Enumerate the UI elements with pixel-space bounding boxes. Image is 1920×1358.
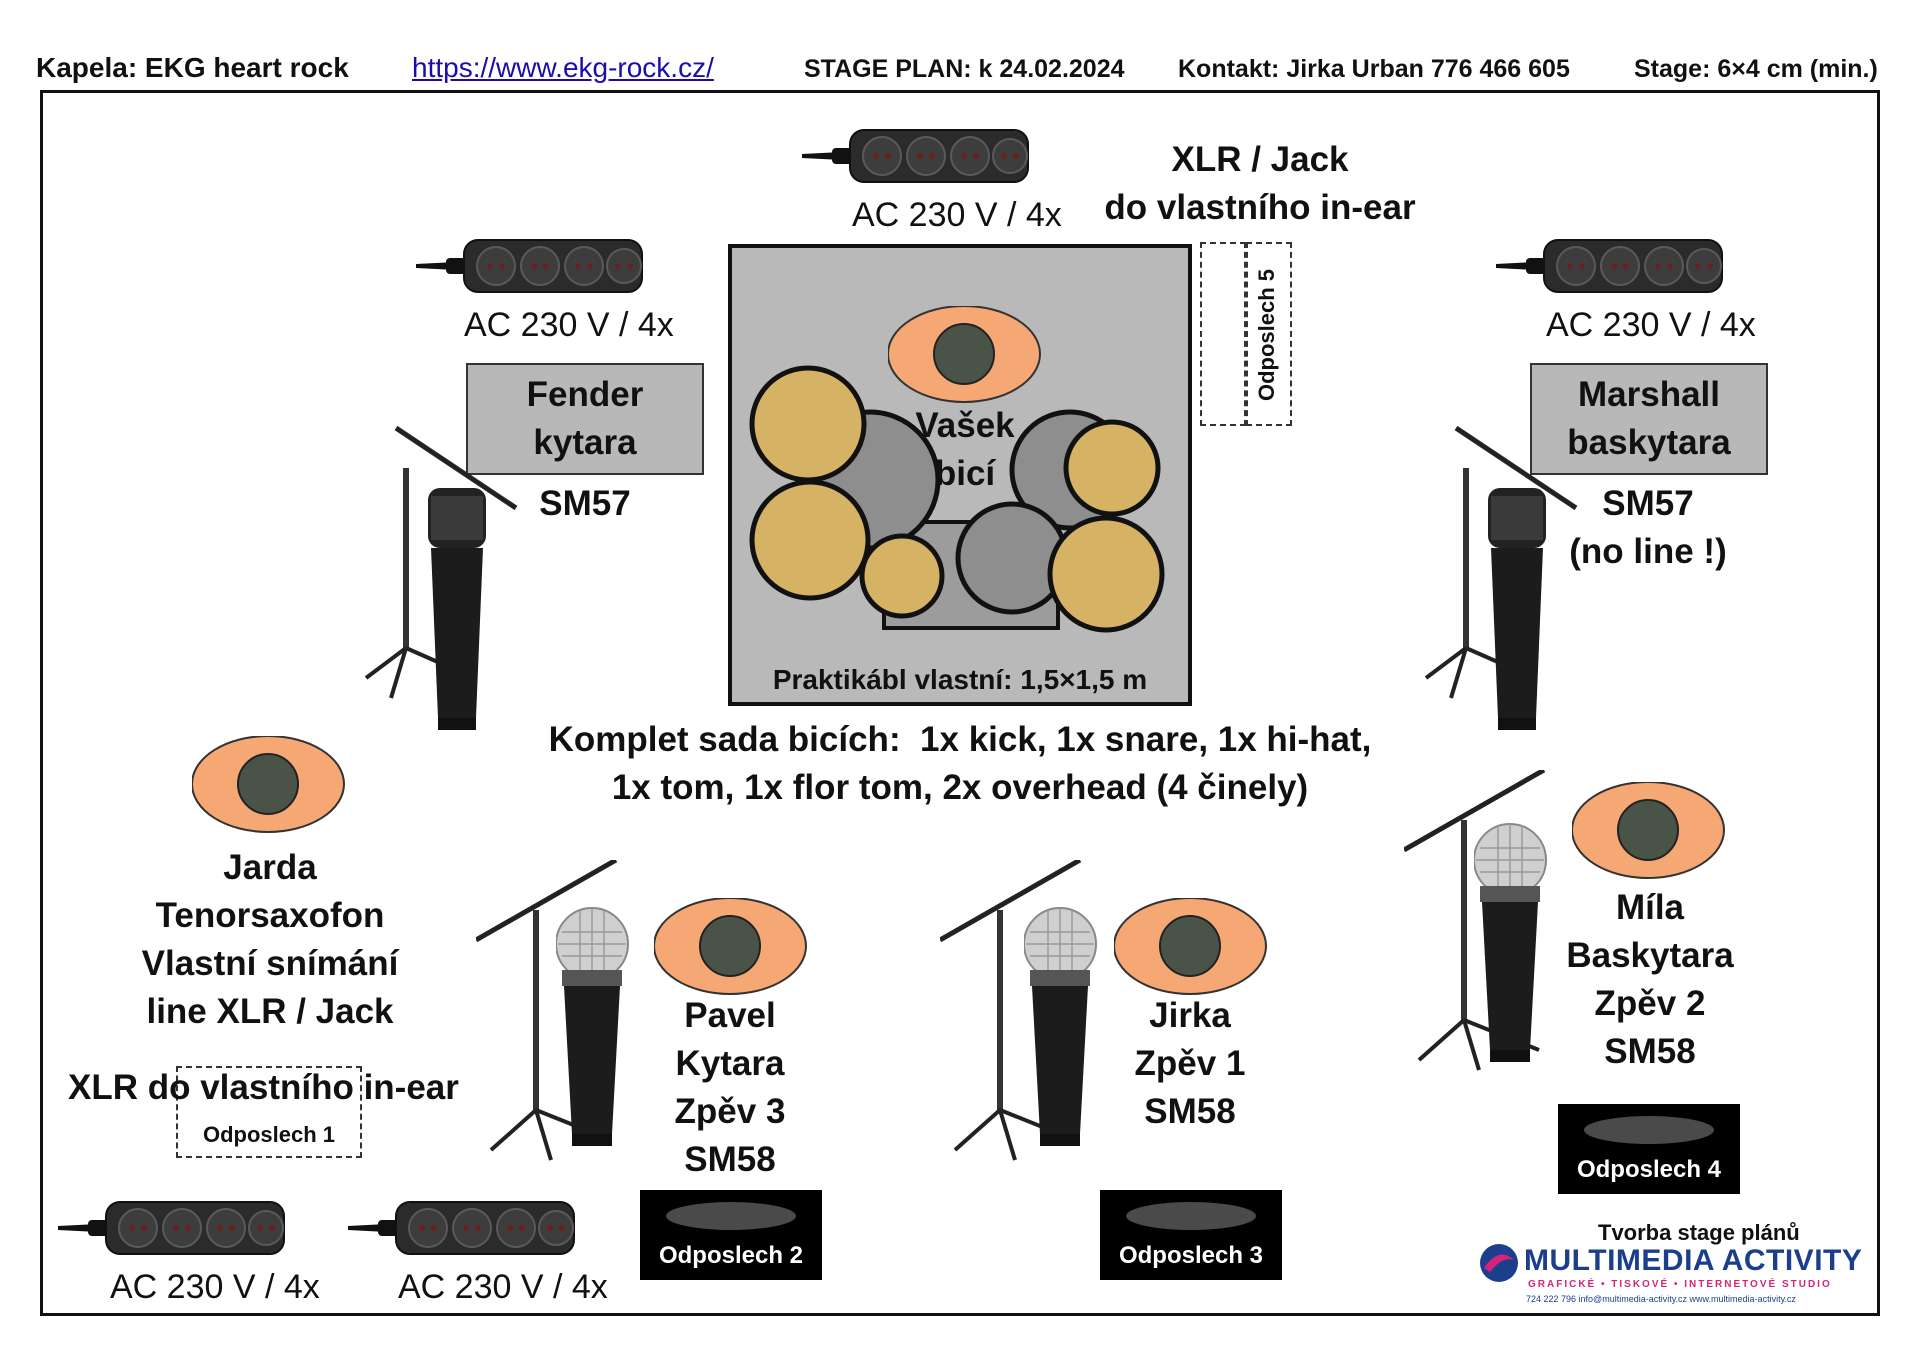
inear-top-line2: do vlastního in-ear	[1104, 188, 1416, 227]
monitor-2: Odposlech 2	[640, 1190, 822, 1280]
power-strip-icon	[416, 239, 643, 293]
player-head-icon	[192, 736, 345, 833]
monitor-5-label: Odposlech 5	[1254, 268, 1279, 402]
inear-top-line1: XLR / Jack	[1171, 140, 1349, 179]
mila-name: Míla	[1615, 888, 1685, 927]
jarda-inear-note: XLR do vlastního in-ear	[68, 1068, 459, 1107]
marshall-amp-line1: Marshall	[1578, 375, 1720, 414]
mila-mic: SM58	[1604, 1032, 1696, 1071]
monitor-4-label: Odposlech 4	[1576, 1156, 1722, 1183]
player-head-icon	[1114, 898, 1267, 995]
power-strip-icon	[348, 1201, 575, 1255]
drummer-name: Vašek	[915, 406, 1015, 445]
mila-instrument: Baskytara	[1566, 936, 1734, 975]
jarda-pickup: Vlastní snímání	[141, 944, 399, 983]
sm58-mic-icon	[556, 907, 629, 1147]
marshall-amp: Marshall baskytara	[1530, 363, 1768, 475]
fender-amp: Fender kytara	[466, 363, 704, 475]
pavel-vocal: Zpěv 3	[674, 1092, 786, 1131]
marshall-amp-line2: baskytara	[1567, 423, 1731, 462]
marshall-mic-note: SM57 (no line !)	[1548, 480, 1748, 576]
monitor-3: Odposlech 3	[1100, 1190, 1282, 1280]
website-link-wrap: https://www.ekg-rock.cz/	[412, 52, 714, 84]
mila-vocal: Zpěv 2	[1594, 984, 1706, 1023]
sm57-mic-icon	[1488, 488, 1546, 730]
inear-top-note: XLR / Jack do vlastního in-ear	[1080, 136, 1440, 232]
drum-kit-icon	[749, 365, 1165, 633]
pavel-mic: SM58	[684, 1140, 776, 1179]
monitor-1: Odposlech 1	[176, 1066, 362, 1158]
brand-contacts: 724 222 796 info@multimedia-activity.cz …	[1526, 1294, 1796, 1304]
power-strip-icon	[1496, 239, 1723, 293]
player-head-icon	[654, 898, 807, 995]
marshall-mic-model: SM57	[1602, 484, 1694, 523]
jarda-label: Jarda Tenorsaxofon Vlastní snímání line …	[40, 844, 500, 1036]
power-strip-icon	[58, 1201, 285, 1255]
brand-tagline: GRAFICKÉ • TISKOVÉ • INTERNETOVÉ STUDIO	[1528, 1279, 1832, 1290]
monitor-wedge-icon	[1126, 1202, 1256, 1230]
pavel-instrument: Kytara	[675, 1044, 785, 1083]
drum-kit-line2: 1x tom, 1x flor tom, 2x overhead (4 čine…	[611, 768, 1309, 807]
monitor-5-outline	[1200, 242, 1246, 426]
monitor-2-label: Odposlech 2	[658, 1242, 804, 1269]
jarda-name: Jarda	[223, 848, 317, 887]
website-link[interactable]: https://www.ekg-rock.cz/	[412, 52, 714, 83]
sm57-mic-icon	[428, 488, 486, 730]
band-name: Kapela: EKG heart rock	[36, 52, 349, 83]
drummer-head-icon	[888, 306, 1041, 403]
jirka-mic: SM58	[1144, 1092, 1236, 1131]
drummer-label: Vašek bicí	[880, 402, 1050, 498]
sm58-mic-icon	[1474, 823, 1547, 1063]
monitor-wedge-icon	[1584, 1116, 1714, 1144]
jirka-vocal: Zpěv 1	[1134, 1044, 1246, 1083]
fender-amp-line1: Fender	[526, 375, 644, 414]
riser-label: Praktikábl vlastní: 1,5×1,5 m	[772, 664, 1148, 695]
monitor-4: Odposlech 4	[1558, 1104, 1740, 1194]
player-head-icon	[1572, 782, 1725, 879]
sm58-mic-icon	[1024, 907, 1097, 1147]
pavel-label: Pavel Kytara Zpěv 3 SM58	[630, 992, 830, 1184]
credit-title: Tvorba stage plánů	[1598, 1220, 1800, 1245]
drum-kit-line1: Komplet sada bicích: 1x kick, 1x snare, …	[548, 720, 1372, 759]
stage-area	[40, 90, 1880, 1316]
power-label: AC 230 V / 4x	[110, 1268, 320, 1306]
pavel-name: Pavel	[684, 996, 776, 1035]
power-strip-icon	[802, 129, 1029, 183]
power-label: AC 230 V / 4x	[852, 196, 1062, 234]
jarda-instrument: Tenorsaxofon	[155, 896, 385, 935]
power-label: AC 230 V / 4x	[398, 1268, 608, 1306]
power-label: AC 230 V / 4x	[464, 306, 674, 344]
stage-size: Stage: 6×4 cm (min.)	[1634, 55, 1878, 83]
monitor-3-label: Odposlech 3	[1118, 1242, 1264, 1269]
fender-mic-model: SM57	[539, 484, 631, 523]
drummer-role: bicí	[934, 454, 996, 493]
jirka-name: Jirka	[1149, 996, 1231, 1035]
jarda-line: line XLR / Jack	[146, 992, 394, 1031]
drum-kit-description: Komplet sada bicích: 1x kick, 1x snare, …	[440, 716, 1480, 812]
contact-info: Kontakt: Jirka Urban 776 466 605	[1178, 55, 1570, 83]
marshall-mic-warning: (no line !)	[1569, 532, 1727, 571]
monitor-1-label: Odposlech 1	[202, 1122, 336, 1147]
brand-logo-icon	[1480, 1244, 1518, 1282]
fender-amp-line2: kytara	[533, 423, 637, 462]
brand-name: MULTIMEDIA ACTIVITY	[1524, 1244, 1863, 1277]
stage-plan-date: STAGE PLAN: k 24.02.2024	[804, 55, 1125, 83]
jirka-label: Jirka Zpěv 1 SM58	[1090, 992, 1290, 1136]
mila-label: Míla Baskytara Zpěv 2 SM58	[1540, 884, 1760, 1076]
monitor-wedge-icon	[666, 1202, 796, 1230]
power-label: AC 230 V / 4x	[1546, 306, 1756, 344]
monitor-5: Odposlech 5	[1246, 242, 1292, 426]
